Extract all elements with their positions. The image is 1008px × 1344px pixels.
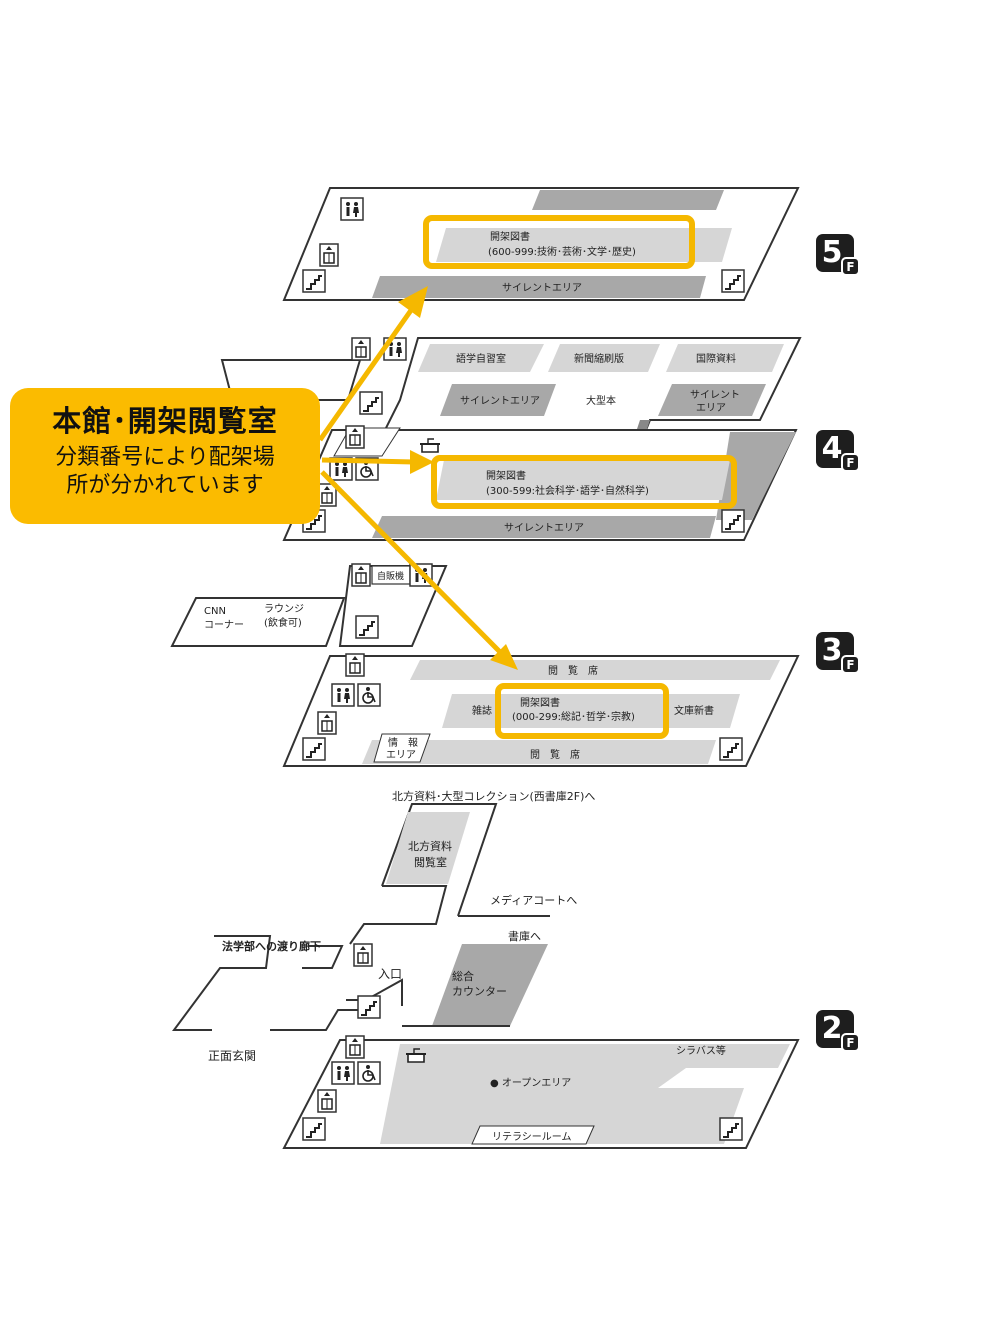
label-silent-area: サイレント bbox=[690, 389, 740, 401]
elevator-icon bbox=[351, 563, 371, 587]
highlight-600-999 bbox=[423, 215, 695, 269]
floor-badge-2f: 2 F bbox=[816, 1010, 860, 1052]
label-magazines: 雑誌 bbox=[472, 704, 492, 717]
label-cnn: CNN bbox=[204, 606, 226, 617]
label-silent-area: サイレントエリア bbox=[504, 522, 584, 534]
label-syllabus: シラバス等 bbox=[676, 1044, 726, 1057]
label-reading-seats: 閲 覧 席 bbox=[530, 748, 580, 761]
label-counter: 総合 bbox=[452, 969, 474, 983]
highlight-300-599 bbox=[431, 455, 737, 509]
label-stacks: 開架図書 bbox=[486, 469, 526, 482]
floor-suffix: F bbox=[841, 257, 860, 276]
elevator-icon bbox=[353, 943, 373, 967]
label-bunko: 文庫新書 bbox=[674, 704, 714, 717]
stairs-icon bbox=[719, 737, 743, 761]
floor-badge-5f: 5 F bbox=[816, 234, 860, 276]
callout-arrows bbox=[317, 286, 518, 670]
label-reading-seats: 閲 覧 席 bbox=[548, 664, 598, 677]
floor-number: 4 bbox=[821, 431, 843, 466]
stairs-icon bbox=[357, 995, 381, 1019]
floor-badge-4f: 4 F bbox=[816, 430, 860, 472]
label-open-area: ● オープンエリア bbox=[490, 1077, 571, 1089]
callout-title: 本館･開架閲覧室 bbox=[52, 404, 278, 438]
label-northern-room: 北方資料 bbox=[408, 839, 452, 853]
stairs-icon bbox=[302, 737, 326, 761]
label-law-corridor: 法学部への渡り廊下 bbox=[222, 939, 321, 953]
floor-suffix: F bbox=[841, 1033, 860, 1052]
floor-3f: 自販機 CNN コーナー ラウンジ (飲食可) 閲 覧 席 雑誌 開架図書 (0… bbox=[170, 563, 800, 767]
label-silent-area: サイレントエリア bbox=[502, 282, 582, 294]
label-language-room: 語学自習室 bbox=[456, 352, 506, 365]
floor-number: 2 bbox=[821, 1011, 843, 1046]
label-lounge-note: (飲食可) bbox=[264, 616, 302, 629]
wheelchair-icon bbox=[357, 683, 381, 707]
label-info-area: エリア bbox=[386, 750, 416, 761]
elevator-icon bbox=[317, 711, 337, 735]
label-stacks: 開架図書 bbox=[490, 230, 530, 243]
label-stacks: 開架図書 bbox=[520, 696, 560, 709]
stairs-icon bbox=[721, 269, 745, 293]
elevator-icon bbox=[345, 1035, 365, 1059]
floor-number: 5 bbox=[821, 235, 843, 270]
label-main-gate: 正面玄関 bbox=[208, 1048, 256, 1063]
label-stack-room: 書庫へ bbox=[508, 929, 541, 943]
callout-box: 本館･開架閲覧室 分類番号により配架場 所が分かれています bbox=[10, 388, 320, 524]
callout-line: 分類番号により配架場 bbox=[55, 445, 275, 470]
stairs-icon bbox=[302, 1117, 326, 1141]
label-classification: (300-599:社会科学･語学･自然科学) bbox=[486, 484, 649, 497]
label-large-books: 大型本 bbox=[586, 394, 616, 407]
stairs-icon bbox=[359, 391, 383, 415]
elevator-icon bbox=[317, 1089, 337, 1113]
label-classification: (600-999:技術･芸術･文学･歴史) bbox=[488, 245, 636, 258]
highlight-000-299 bbox=[495, 683, 669, 739]
label-intl: 国際資料 bbox=[696, 352, 736, 365]
restroom-icon bbox=[331, 683, 355, 707]
stairs-icon bbox=[355, 615, 379, 639]
elevator-icon bbox=[317, 483, 337, 507]
label-newspaper: 新聞縮刷版 bbox=[574, 352, 624, 365]
label-vending: 自販機 bbox=[377, 570, 404, 582]
label-media-court: メディアコートへ bbox=[490, 893, 577, 907]
stairs-icon bbox=[719, 1117, 743, 1141]
floor-2f: 北方資料･大型コレクション(西書庫2F)へ 北方資料 閲覧室 メディアコートへ … bbox=[172, 789, 800, 1149]
label-literacy-room: リテラシールーム bbox=[492, 1131, 572, 1143]
label-lounge: ラウンジ bbox=[264, 603, 304, 615]
callout-line: 所が分かれています bbox=[66, 473, 264, 498]
floor-suffix: F bbox=[841, 655, 860, 674]
restroom-icon bbox=[331, 1061, 355, 1085]
label-northern-room: 閲覧室 bbox=[414, 855, 447, 869]
elevator-icon bbox=[345, 653, 365, 677]
label-info-area: 情 報 bbox=[388, 736, 418, 749]
floor-badge-3f: 3 F bbox=[816, 632, 860, 674]
label-entrance: 入口 bbox=[378, 967, 402, 981]
floor-5f: 開架図書 (600-999:技術･芸術･文学･歴史) サイレントエリア bbox=[282, 187, 800, 301]
label-northern-link: 北方資料･大型コレクション(西書庫2F)へ bbox=[392, 789, 595, 803]
label-silent-area: エリア bbox=[696, 403, 726, 414]
stairs-icon bbox=[302, 269, 326, 293]
label-counter: カウンター bbox=[452, 985, 507, 998]
floor-number: 3 bbox=[821, 633, 843, 668]
stairs-icon bbox=[721, 509, 745, 533]
restroom-icon bbox=[340, 197, 364, 221]
elevator-icon bbox=[345, 425, 365, 449]
elevator-icon bbox=[319, 243, 339, 267]
floor-suffix: F bbox=[841, 453, 860, 472]
elevator-icon bbox=[351, 337, 371, 361]
label-classification: (000-299:総記･哲学･宗教) bbox=[512, 710, 635, 723]
label-silent-area: サイレントエリア bbox=[460, 395, 540, 407]
wheelchair-icon bbox=[357, 1061, 381, 1085]
label-cnn-corner: コーナー bbox=[204, 619, 244, 631]
